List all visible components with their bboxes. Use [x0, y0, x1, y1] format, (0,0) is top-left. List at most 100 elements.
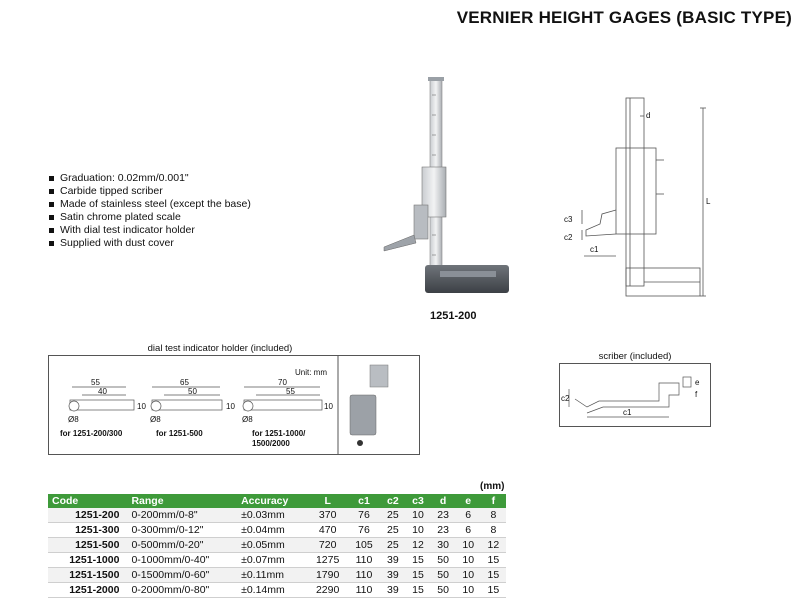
- cell-c1: 76: [347, 508, 381, 523]
- cell-d: 23: [430, 508, 456, 523]
- page-title: VERNIER HEIGHT GAGES (BASIC TYPE): [456, 8, 792, 27]
- col-d: d: [430, 494, 456, 508]
- cell-L: 470: [307, 522, 348, 538]
- table-header-row: Code Range Accuracy L c1 c2 c3 d e f: [48, 494, 506, 508]
- cell-code: 1251-300: [48, 522, 128, 538]
- cell-c3: 15: [405, 567, 431, 583]
- col-L: L: [307, 494, 348, 508]
- unit-label: Unit: mm: [295, 368, 327, 377]
- cell-c2: 25: [380, 522, 406, 538]
- dim-c2-label: c2: [564, 233, 573, 242]
- dim-label: 55: [286, 387, 295, 396]
- feature-item: Carbide tipped scriber: [48, 185, 251, 198]
- cell-code: 1251-1000: [48, 552, 128, 568]
- cell-code: 1251-2000: [48, 582, 128, 598]
- feature-item: Graduation: 0.02mm/0.001": [48, 172, 251, 185]
- cell-L: 1275: [307, 552, 348, 568]
- cell-f: 15: [480, 567, 506, 583]
- cell-c1: 110: [347, 582, 381, 598]
- dim-label: 70: [278, 378, 287, 387]
- dim-d-label: d: [646, 111, 650, 120]
- dim-label: 10: [137, 402, 146, 411]
- scriber-box: c2 c1 e f: [559, 363, 711, 427]
- table-row: 1251-1500 0-1500mm/0-60" ±0.11mm 1790 11…: [48, 567, 506, 583]
- cell-accuracy: ±0.14mm: [237, 582, 308, 598]
- dim-c1-label: c1: [590, 245, 599, 254]
- col-c3: c3: [405, 494, 431, 508]
- cell-code: 1251-500: [48, 537, 128, 553]
- spec-table: Code Range Accuracy L c1 c2 c3 d e f 125…: [48, 494, 506, 598]
- feature-item: Supplied with dust cover: [48, 237, 251, 250]
- cell-e: 6: [455, 508, 481, 523]
- col-c2: c2: [380, 494, 406, 508]
- for-models-label: for 1251-500: [156, 429, 203, 438]
- cell-c3: 15: [405, 582, 431, 598]
- feature-list: Graduation: 0.02mm/0.001" Carbide tipped…: [48, 172, 251, 250]
- cell-f: 12: [480, 537, 506, 553]
- cell-e: 10: [455, 567, 481, 583]
- dim-label: 10: [226, 402, 235, 411]
- cell-e: 10: [455, 552, 481, 568]
- cell-L: 1790: [307, 567, 348, 583]
- table-row: 1251-200 0-200mm/0-8" ±0.03mm 370 76 25 …: [48, 508, 506, 523]
- scriber-caption: scriber (included): [598, 351, 672, 362]
- cell-accuracy: ±0.05mm: [237, 537, 308, 553]
- cell-e: 10: [455, 582, 481, 598]
- cell-d: 50: [430, 567, 456, 583]
- dial-holder-caption: dial test indicator holder (included): [147, 343, 293, 354]
- cell-f: 8: [480, 522, 506, 538]
- scriber-dim-label: e: [695, 378, 700, 387]
- table-row: 1251-500 0-500mm/0-20" ±0.05mm 720 105 2…: [48, 537, 506, 553]
- for-models-label: for 1251-200/300: [60, 429, 123, 438]
- cell-accuracy: ±0.03mm: [237, 508, 308, 523]
- dim-label: Ø8: [150, 415, 161, 424]
- cell-accuracy: ±0.07mm: [237, 552, 308, 568]
- table-row: 1251-2000 0-2000mm/0-80" ±0.14mm 2290 11…: [48, 582, 506, 598]
- cell-range: 0-1500mm/0-60": [127, 567, 238, 583]
- cell-c3: 15: [405, 552, 431, 568]
- cell-c1: 110: [347, 552, 381, 568]
- cell-c2: 39: [380, 552, 406, 568]
- cell-L: 720: [307, 537, 348, 553]
- col-accuracy: Accuracy: [237, 494, 308, 508]
- cell-e: 10: [455, 537, 481, 553]
- cell-c2: 25: [380, 508, 406, 523]
- table-row: 1251-1000 0-1000mm/0-40" ±0.07mm 1275 11…: [48, 552, 506, 568]
- dial-holder-box: 55 40 10 Ø8 65 50 10 Ø8 70 55 10 Ø8: [48, 355, 420, 455]
- cell-range: 0-1000mm/0-40": [127, 552, 238, 568]
- cell-f: 15: [480, 552, 506, 568]
- model-label: 1251-200: [430, 310, 477, 322]
- dim-label: 10: [324, 402, 333, 411]
- dimension-drawing: d c3 c2 c1 L: [564, 97, 711, 297]
- cell-accuracy: ±0.11mm: [237, 567, 308, 583]
- cell-c2: 25: [380, 537, 406, 553]
- cell-c3: 12: [405, 537, 431, 553]
- cell-range: 0-200mm/0-8": [127, 508, 238, 523]
- scriber-dim-label: c1: [623, 408, 632, 417]
- scriber-dim-label: c2: [561, 394, 570, 403]
- cell-c2: 39: [380, 567, 406, 583]
- cell-f: 15: [480, 582, 506, 598]
- feature-item: Made of stainless steel (except the base…: [48, 198, 251, 211]
- col-range: Range: [127, 494, 238, 508]
- cell-e: 6: [455, 522, 481, 538]
- cell-c3: 10: [405, 522, 431, 538]
- cell-c1: 110: [347, 567, 381, 583]
- scriber-dim-label: f: [695, 390, 698, 399]
- cell-code: 1251-200: [48, 508, 128, 523]
- cell-d: 50: [430, 552, 456, 568]
- table-unit: (mm): [480, 481, 505, 492]
- dim-label: 50: [188, 387, 197, 396]
- cell-c3: 10: [405, 508, 431, 523]
- dim-label: Ø8: [242, 415, 253, 424]
- cell-L: 2290: [307, 582, 348, 598]
- height-gage-illustration: [383, 77, 509, 293]
- dim-label: 40: [98, 387, 107, 396]
- cell-c1: 105: [347, 537, 381, 553]
- cell-range: 0-2000mm/0-80": [127, 582, 238, 598]
- cell-f: 8: [480, 508, 506, 523]
- col-code: Code: [48, 494, 128, 508]
- table-row: 1251-300 0-300mm/0-12" ±0.04mm 470 76 25…: [48, 522, 506, 538]
- dim-label: 65: [180, 378, 189, 387]
- cell-d: 23: [430, 522, 456, 538]
